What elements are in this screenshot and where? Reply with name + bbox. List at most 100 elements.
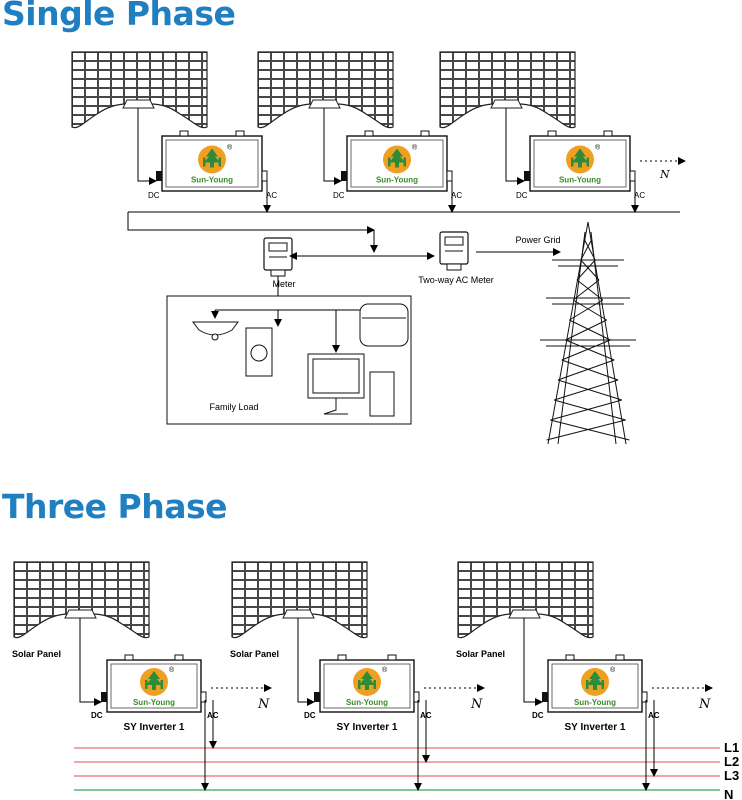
solar-panel: [71, 51, 208, 129]
sun-young-logo-icon: [198, 145, 226, 174]
sun-young-logo-icon: [353, 668, 381, 696]
meter-base: [446, 263, 462, 271]
registered-mark: ®: [610, 666, 616, 674]
solar-panel-label: Solar Panel: [12, 649, 61, 659]
phase-label-l2: L2: [724, 754, 739, 769]
logo-text: Sun-Young: [191, 176, 233, 185]
solar-panel-label: Solar Panel: [456, 649, 505, 659]
mount-tab: [387, 654, 397, 661]
micro-inverter: ® Sun-Young: [156, 130, 268, 192]
two-way-meter-label: Two-way AC Meter: [418, 275, 494, 285]
inverter-panel-outline: [533, 139, 627, 188]
registered-mark: ®: [227, 144, 233, 152]
family-load-label: Family Load: [209, 402, 258, 412]
mount-tab: [420, 130, 430, 137]
inverter-panel-outline: [165, 139, 259, 188]
meter-label: Meter: [272, 279, 295, 289]
power-grid-label: Power Grid: [515, 235, 560, 245]
ac-connector-icon: [261, 170, 268, 182]
mount-tab: [364, 130, 374, 137]
micro-inverter: ® Sun-Young: [542, 654, 648, 713]
micro-inverter: ® Sun-Young: [314, 654, 420, 713]
phase-label-l1: L1: [724, 740, 739, 755]
solar-panel: [257, 51, 394, 129]
single-phase-title: Single Phase: [2, 0, 236, 33]
sun-young-logo-icon: [581, 668, 609, 696]
n-label: N: [659, 168, 670, 181]
dc-connector-icon: [314, 692, 320, 702]
logo-text: Sun-Young: [559, 176, 601, 185]
phase-label-l3: L3: [724, 768, 739, 783]
solar-panel: [13, 561, 150, 639]
inverter-panel-outline: [110, 663, 198, 709]
mount-tab: [565, 654, 575, 661]
monitor-stand: [323, 398, 348, 415]
dc-wire: [323, 108, 342, 185]
inverter-panel-outline: [551, 663, 639, 709]
dc-label: DC: [91, 711, 103, 720]
meter-base: [270, 269, 286, 277]
dc-connector-icon: [542, 692, 548, 702]
dc-connector-icon: [156, 171, 162, 181]
inverter-name-label: SY Inverter 1: [337, 722, 398, 733]
meter-display: [268, 242, 288, 252]
inverter-body: [346, 135, 448, 192]
logo-text: Sun-Young: [376, 176, 418, 185]
dc-label: DC: [532, 711, 544, 720]
mount-tab: [124, 654, 134, 661]
solar-panel: [457, 561, 594, 639]
sun-young-logo-icon: [140, 668, 168, 696]
dc-label: DC: [148, 191, 160, 200]
bulb: [211, 333, 219, 341]
dc-wire: [137, 108, 157, 185]
meter-icon: [263, 237, 293, 277]
mount-tab: [603, 130, 613, 137]
ac-label: AC: [634, 191, 645, 200]
registered-mark: ®: [382, 666, 388, 674]
dc-label: DC: [304, 711, 316, 720]
logo-text: Sun-Young: [574, 698, 616, 707]
dc-wire: [79, 618, 102, 706]
inverter-name-label: SY Inverter 1: [124, 722, 185, 733]
mount-tab: [179, 130, 189, 137]
speaker-cone: [250, 344, 268, 362]
phase-label-n: N: [724, 787, 733, 800]
sun-young-logo-icon: [383, 145, 411, 174]
ac-connector-icon: [641, 691, 648, 703]
inverter-panel-outline: [350, 139, 444, 188]
ac-connector-icon: [629, 170, 636, 182]
dc-label: DC: [333, 191, 345, 200]
micro-inverter: ® Sun-Young: [524, 130, 636, 192]
pc-tower-icon: [369, 371, 395, 417]
logo-text: Sun-Young: [133, 698, 175, 707]
dc-connector-icon: [341, 171, 347, 181]
n-label: N: [257, 697, 270, 712]
logo-text: Sun-Young: [346, 698, 388, 707]
inverter-panel-outline: [323, 663, 411, 709]
mount-tab: [615, 654, 625, 661]
mount-tab: [235, 130, 245, 137]
ac-label: AC: [266, 191, 277, 200]
registered-mark: ®: [595, 144, 601, 152]
monitor-screen: [312, 358, 360, 394]
dc-wire: [523, 618, 543, 706]
sun-young-logo-icon: [566, 145, 594, 174]
ac-connector-icon: [200, 691, 207, 703]
inverter-name-label: SY Inverter 1: [565, 722, 626, 733]
dc-label: DC: [516, 191, 528, 200]
three-phase-title: Three Phase: [2, 487, 228, 526]
n-label: N: [698, 697, 711, 712]
mount-tab: [174, 654, 184, 661]
inverter-body: [161, 135, 263, 192]
dc-connector-icon: [524, 171, 530, 181]
two-way-meter-icon: [439, 231, 469, 271]
micro-inverter: ® Sun-Young: [101, 654, 207, 713]
registered-mark: ®: [169, 666, 175, 674]
dc-wire: [297, 618, 315, 706]
ac-connector-icon: [446, 170, 453, 182]
registered-mark: ®: [412, 144, 418, 152]
n-label: N: [470, 697, 483, 712]
